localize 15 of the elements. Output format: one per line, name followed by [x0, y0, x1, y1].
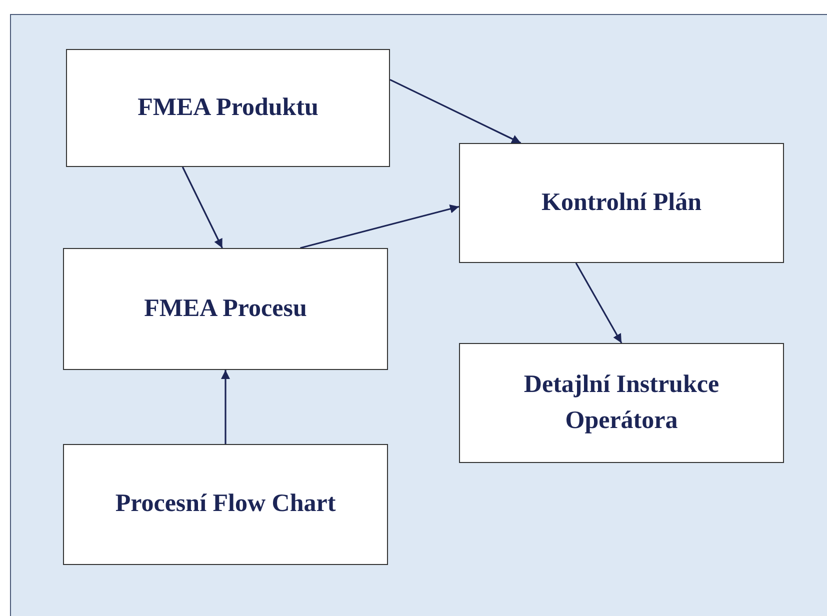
process-box [63, 248, 388, 370]
box-label: FMEA Produktu [138, 92, 318, 123]
arrow [182, 166, 223, 248]
box-label: FMEA Procesu [144, 294, 307, 324]
box-label: Procesní Flow Chart [115, 489, 336, 520]
process-box [459, 343, 784, 463]
arrow [221, 370, 230, 444]
process-box [66, 49, 390, 167]
process-box [459, 143, 784, 263]
arrow [575, 262, 622, 344]
process-box [63, 444, 388, 565]
box-label: Detajlní Instrukce Operátora [522, 370, 720, 436]
box-label: Kontrolní Plán [542, 188, 702, 218]
arrow [300, 204, 460, 249]
arrow [390, 78, 522, 144]
